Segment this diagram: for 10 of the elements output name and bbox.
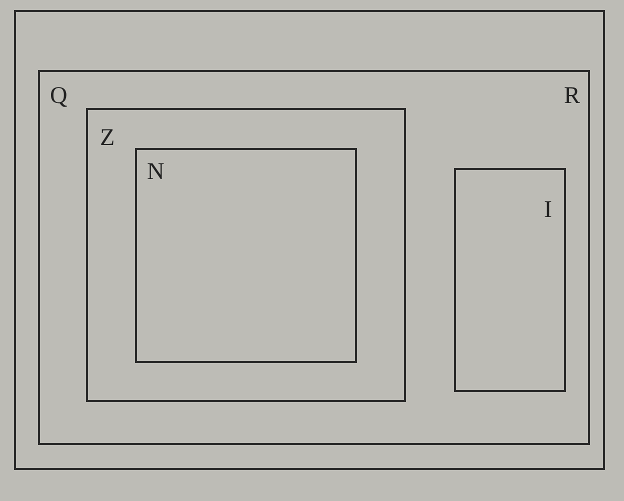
set-label: Q (50, 84, 68, 108)
set-label: R (564, 84, 580, 108)
set-rectangle (86, 108, 406, 402)
set-label: I (544, 198, 552, 222)
set-rectangle (135, 148, 357, 363)
set-rectangle (38, 70, 590, 445)
set-label: N (147, 160, 164, 184)
set-label: Z (100, 126, 115, 150)
set-rectangle (454, 168, 566, 392)
outer-rectangle (14, 10, 605, 470)
